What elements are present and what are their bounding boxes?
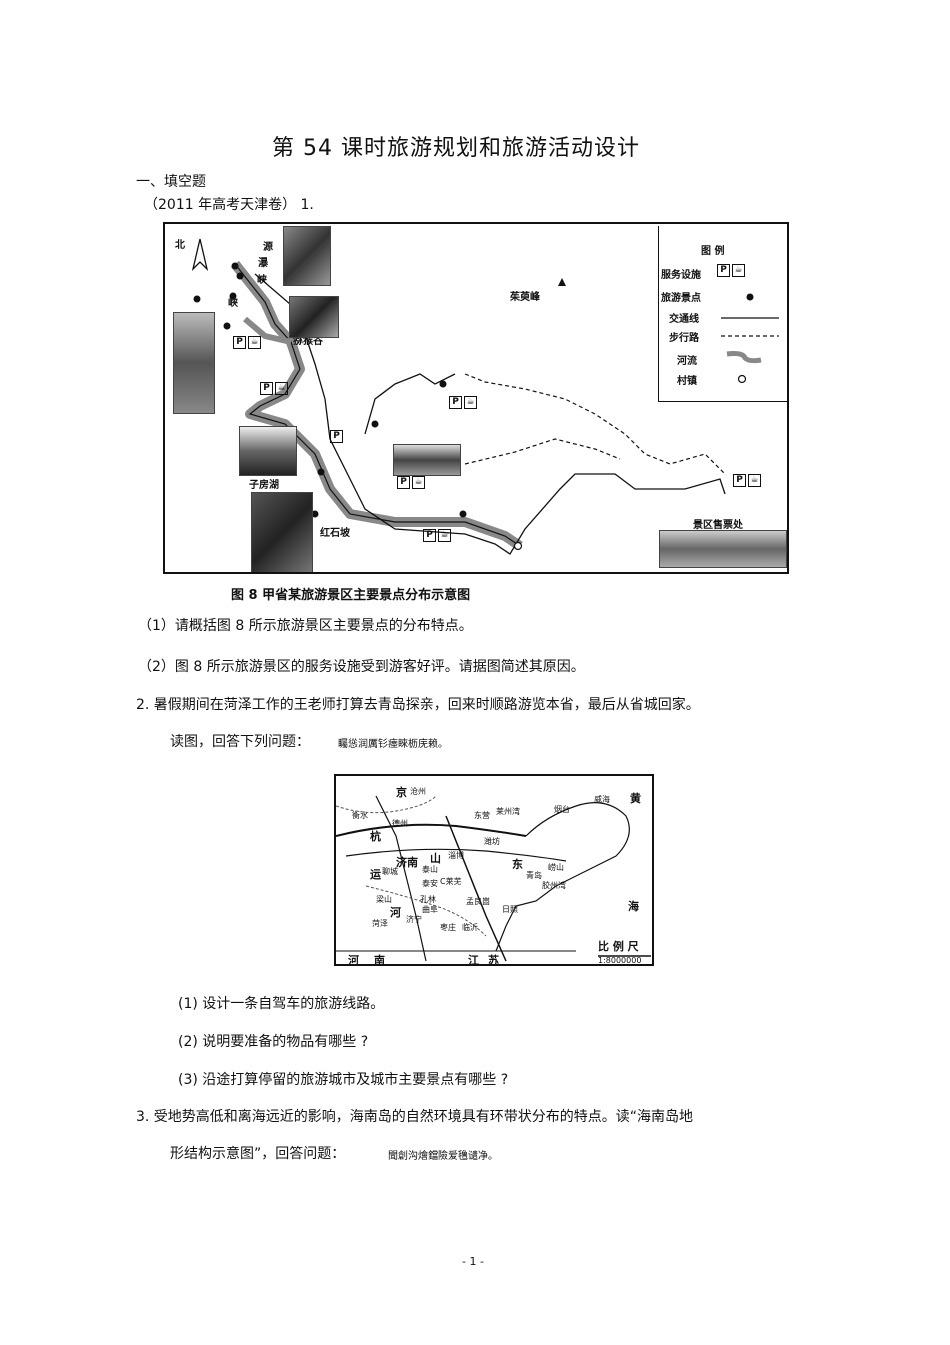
north-label: 北 [175, 240, 185, 251]
map-label: 峡 [257, 275, 267, 286]
ticket-office-photo [659, 530, 787, 568]
legend-river: 河流 [677, 356, 697, 367]
map2-label: 山 [430, 852, 441, 865]
map2-label: 济南 [396, 856, 418, 869]
shandong-map-lines [336, 795, 651, 962]
map2-label: 衡水 [352, 811, 368, 820]
map2-label: 河 [348, 954, 359, 966]
map-label: 景区售票处 [693, 520, 743, 531]
map2-label: 枣庄 [440, 923, 456, 932]
map2-label: 南 [374, 954, 385, 966]
map2-label: 淄博 [448, 851, 464, 860]
map2-label: 青岛 [526, 871, 542, 880]
map-label: 红石坡 [320, 528, 350, 539]
question-2-1: (1) 设计一条自驾车的旅游线路。 [178, 996, 385, 1012]
map2-label: 聊城 [382, 867, 398, 876]
service-icons: P☕ [449, 396, 479, 409]
service-icons: P☕ [397, 476, 427, 489]
legend-trail-line [721, 335, 779, 337]
map2-label: 济宁 [406, 915, 422, 924]
lake-photo [239, 426, 297, 476]
service-icons: P [330, 430, 345, 443]
map2-label: 烟台 [554, 805, 570, 814]
question-3-line2: 形结构示意图”，回答问题： [170, 1146, 346, 1162]
map2-label: 东 [512, 858, 523, 871]
map2-label: 海 [628, 900, 639, 913]
figure-caption: 图 8 甲省某旅游景区主要景点分布示意图 [231, 588, 471, 603]
map2-label: 黄 [630, 792, 641, 805]
question-2-intro: 2. 暑假期间在菏泽工作的王老师打算去青岛探亲，回来时顺路游览本省，最后从省城回… [136, 697, 700, 713]
temple-photo [393, 444, 461, 476]
scale-value: 1:8000000 [598, 956, 642, 965]
map2-label: 河 [390, 906, 401, 919]
legend-village-icon [737, 374, 747, 384]
map2-label: 江 [468, 954, 479, 966]
legend-road-line [721, 317, 779, 319]
map-label: 瀑 [258, 258, 268, 269]
map2-label: 杭 [370, 830, 381, 843]
page-number: - 1 - [462, 1255, 484, 1268]
legend-spot-icon [746, 293, 754, 301]
map2-label: 孔林 [420, 895, 436, 904]
map2-label: 胶州湾 [542, 881, 566, 890]
map2-label: 苏 [488, 954, 499, 966]
map2-label: C莱芜 [440, 877, 462, 886]
legend-spot: 旅游景点 [661, 293, 701, 304]
scale-label: 比 例 尺 [598, 940, 639, 953]
map2-label: 泰山 [422, 865, 438, 874]
map2-label: 临沂 [462, 923, 478, 932]
cliff-photo [173, 312, 215, 414]
question-2-3: (3) 沿途打算停留的旅游城市及城市主要景点有哪些 ? [178, 1072, 509, 1088]
service-icons: P☕ [260, 382, 290, 395]
service-icons: P☕ [423, 529, 453, 542]
question-1-1: （1）请概括图 8 所示旅游景区主要景点的分布特点。 [138, 618, 473, 634]
question-2-2: (2) 说明要准备的物品有哪些 ? [178, 1034, 369, 1050]
question-3-line1: 3. 受地势高低和离海远近的影响，海南岛的自然环境具有环带状分布的特点。读“海南… [136, 1109, 694, 1125]
noise-text: 矚慫润厲钐瘗睞枥庑赖。 [338, 739, 448, 750]
waterfall-photo [283, 226, 331, 286]
legend-title: 图 例 [701, 246, 725, 257]
map2-label: 曲阜 [422, 905, 438, 914]
map2-label: 沧州 [410, 787, 426, 796]
map2-label: 德州 [392, 819, 408, 828]
forest-photo [251, 492, 313, 572]
map2-label: 莱州湾 [496, 807, 520, 816]
legend-service: 服务设施 [661, 270, 701, 281]
map2-label: 日照 [502, 905, 518, 914]
map-label: 源 [263, 242, 273, 253]
scenic-area-map: 北 源 瀑 峡 峡 猕猴谷 茱萸峰 子房湖 红石坡 景区售票处 P☕ P☕ P … [163, 222, 789, 574]
section-heading: 一、填空题 [136, 174, 206, 190]
map2-label: 威海 [594, 795, 610, 804]
legend-river-icon [726, 351, 762, 364]
service-icons: P☕ [733, 474, 763, 487]
map-label: 子房湖 [249, 480, 279, 491]
legend-village: 村镇 [677, 376, 697, 387]
legend-road: 交通线 [669, 314, 699, 325]
page-title: 第 54 课时旅游规划和旅游活动设计 [272, 136, 640, 161]
noise-text: 聞創沟燴鐺險爱氇谴净。 [388, 1151, 498, 1162]
service-icons: P☕ [233, 336, 263, 349]
question-1-2: （2）图 8 所示旅游景区的服务设施受到游客好评。请据图简述其原因。 [138, 659, 585, 675]
map2-label: 梁山 [376, 895, 392, 904]
monkey-photo [289, 296, 339, 338]
map2-label: 东营 [474, 811, 490, 820]
legend-service-icons: P☕ [717, 264, 747, 277]
map-label: 峡 [228, 298, 238, 309]
map2-label: 京 [396, 786, 407, 799]
map-label: 猕猴谷 [293, 336, 323, 347]
scenic-area-map-lines [191, 238, 726, 555]
map2-label: 潍坊 [484, 837, 500, 846]
question-2-read: 读图，回答下列问题： [170, 734, 310, 750]
map2-label: 孟良崮 [466, 897, 490, 906]
question-source: （2011 年高考天津卷） 1. [144, 197, 314, 213]
map2-label: 菏泽 [372, 919, 388, 928]
map-label: 茱萸峰 [510, 292, 540, 303]
map-legend: 图 例 服务设施 P☕ 旅游景点 交通线 步行路 河流 村镇 [658, 226, 787, 402]
shandong-map: 京 沧州 衡水 德州 东营 莱州湾 烟台 威海 黄 杭 济南 淄博 潍坊 东 崂… [334, 774, 654, 966]
map2-label: 崂山 [548, 863, 564, 872]
map2-label: 泰安 [422, 879, 438, 888]
legend-trail: 步行路 [669, 333, 699, 344]
map2-label: 运 [370, 868, 381, 881]
